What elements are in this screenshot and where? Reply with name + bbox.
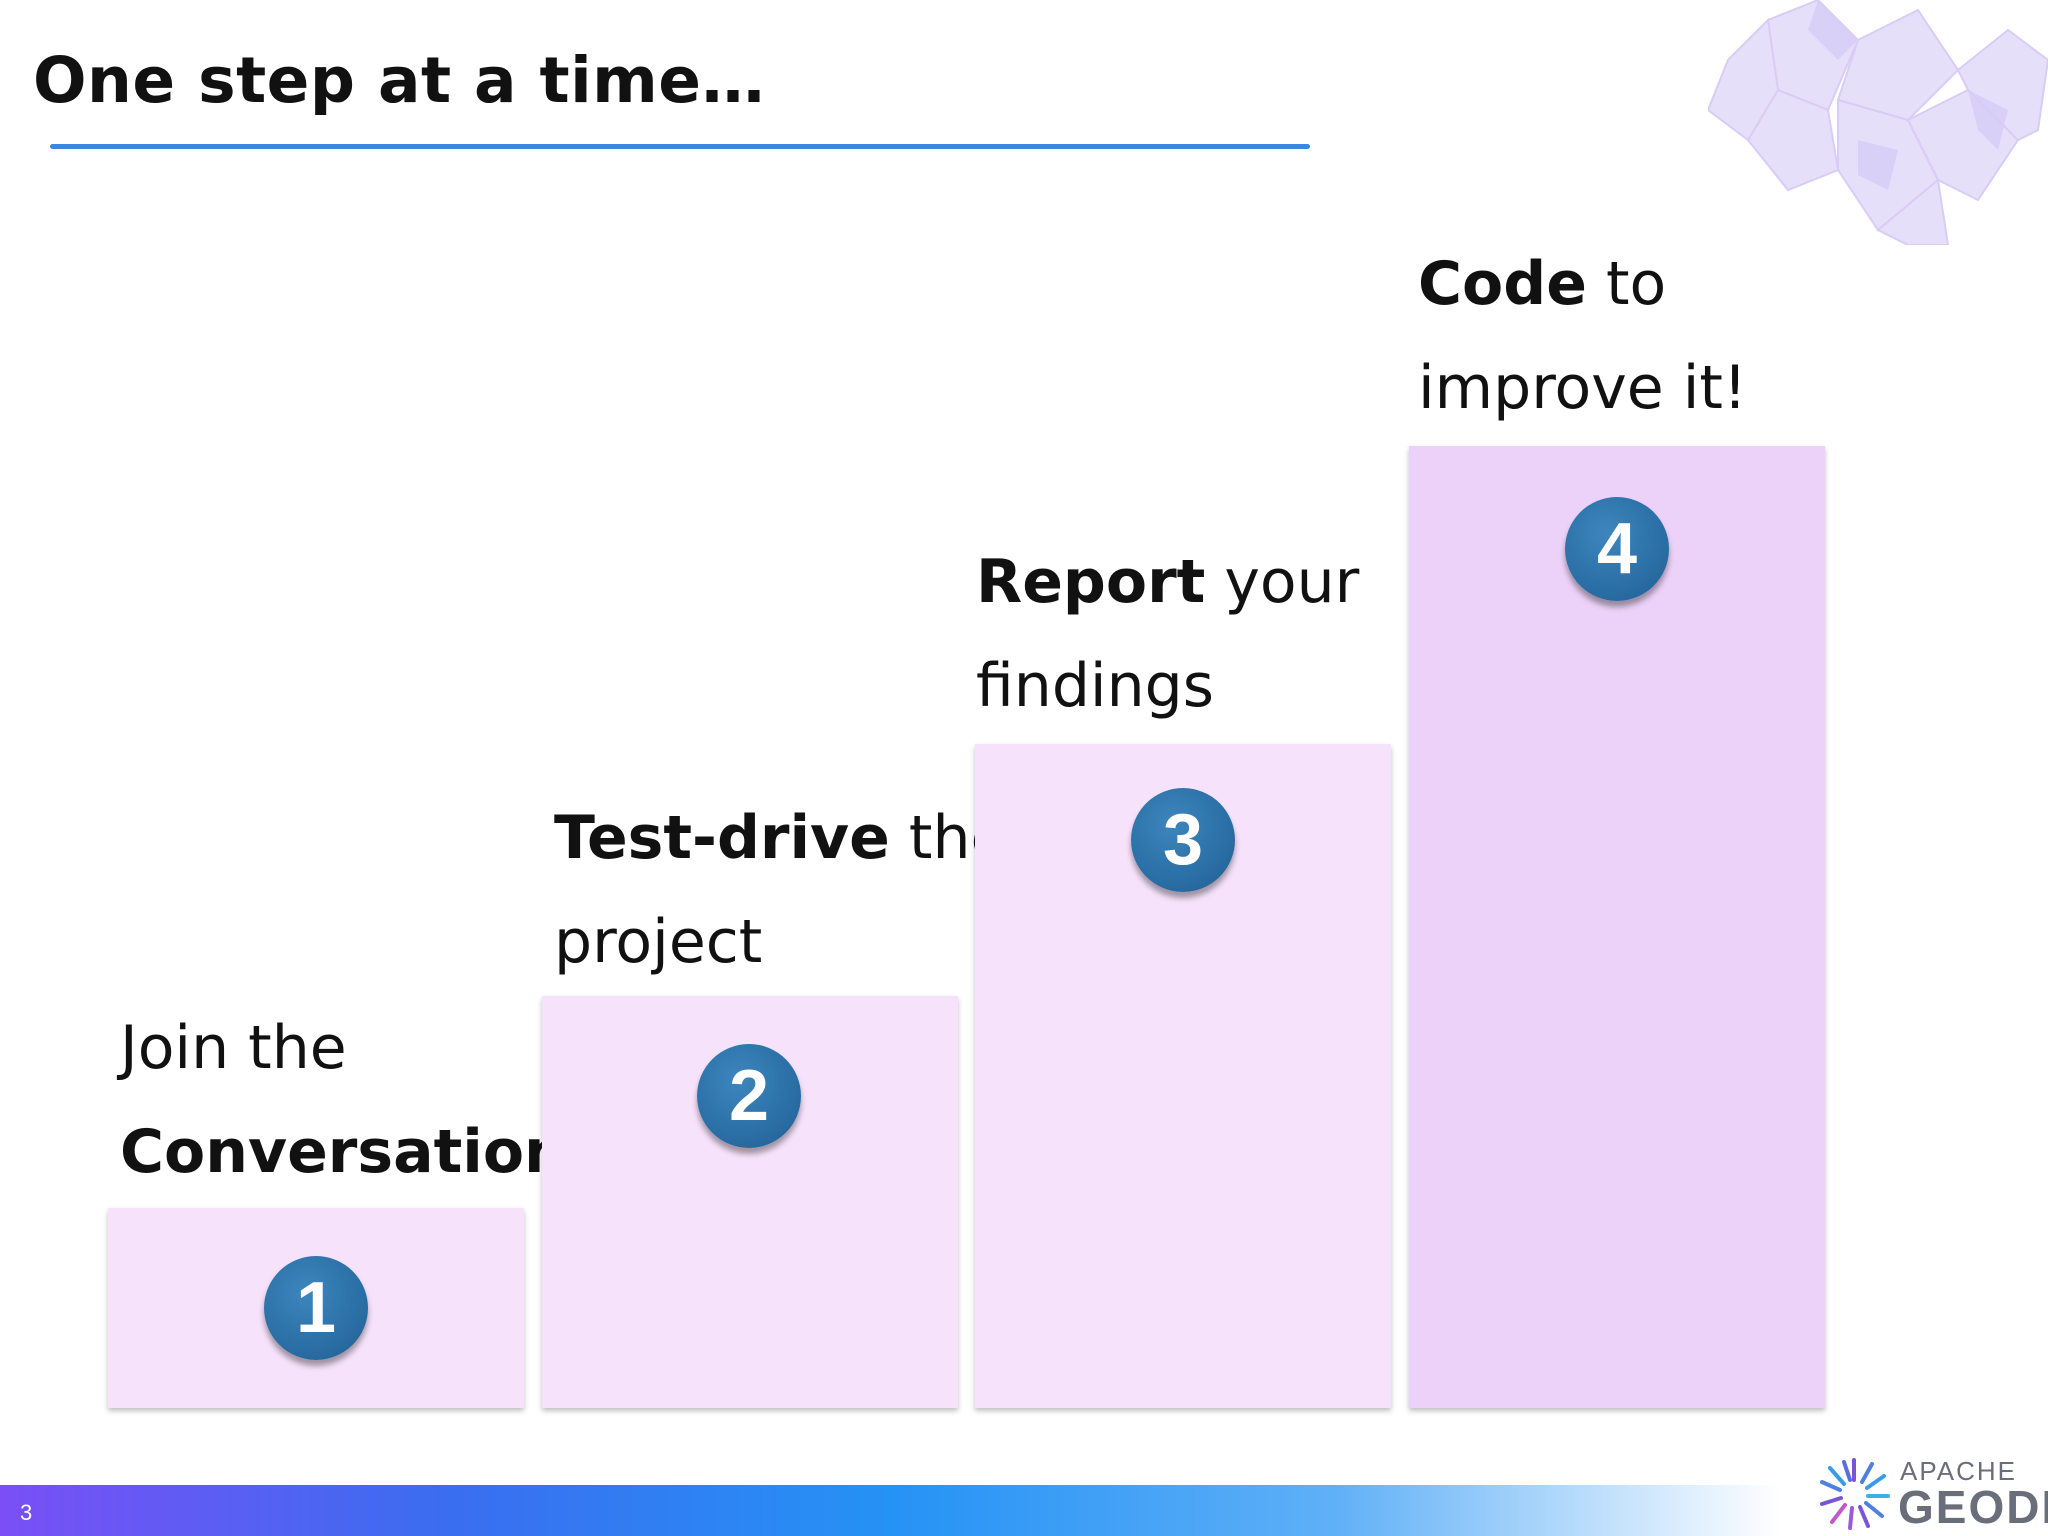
step-4-block [1409,446,1825,1408]
page-number: 3 [20,1500,33,1525]
step-3-line1: your [1205,547,1360,617]
logo-line1: APACHE [1900,1456,2017,1486]
step-3-line2: findings [976,651,1214,721]
step-3-label: Report your findings [976,530,1359,738]
apache-geode-logo-icon [1820,1458,1890,1530]
crystal-decoration-icon [1708,0,2048,245]
step-4-line2: improve it! [1418,353,1748,423]
footer-gradient-bar [0,1485,1780,1536]
step-2-badge: 2 [697,1044,801,1148]
step-4-label: Code to improve it! [1418,232,1747,440]
step-3-line1-bold: Report [976,547,1206,617]
step-4-badge: 4 [1565,497,1669,601]
logo-line2: GEODE [1898,1481,2048,1533]
title-underline [50,144,1310,149]
step-1-line2: Conversation [120,1117,567,1187]
step-4-line1-bold: Code [1418,249,1587,319]
step-2-line1-bold: Test-drive [554,803,890,873]
step-4-line1: to [1586,249,1667,319]
step-3-badge: 3 [1131,788,1235,892]
step-2-label: Test-drive the project [554,786,1007,994]
step-1-line1: Join the [120,1013,347,1083]
step-1-label: Join the Conversation [120,996,567,1204]
step-1-badge: 1 [264,1256,368,1360]
slide-title: One step at a time… [33,44,766,117]
step-2-line2: project [554,907,763,977]
